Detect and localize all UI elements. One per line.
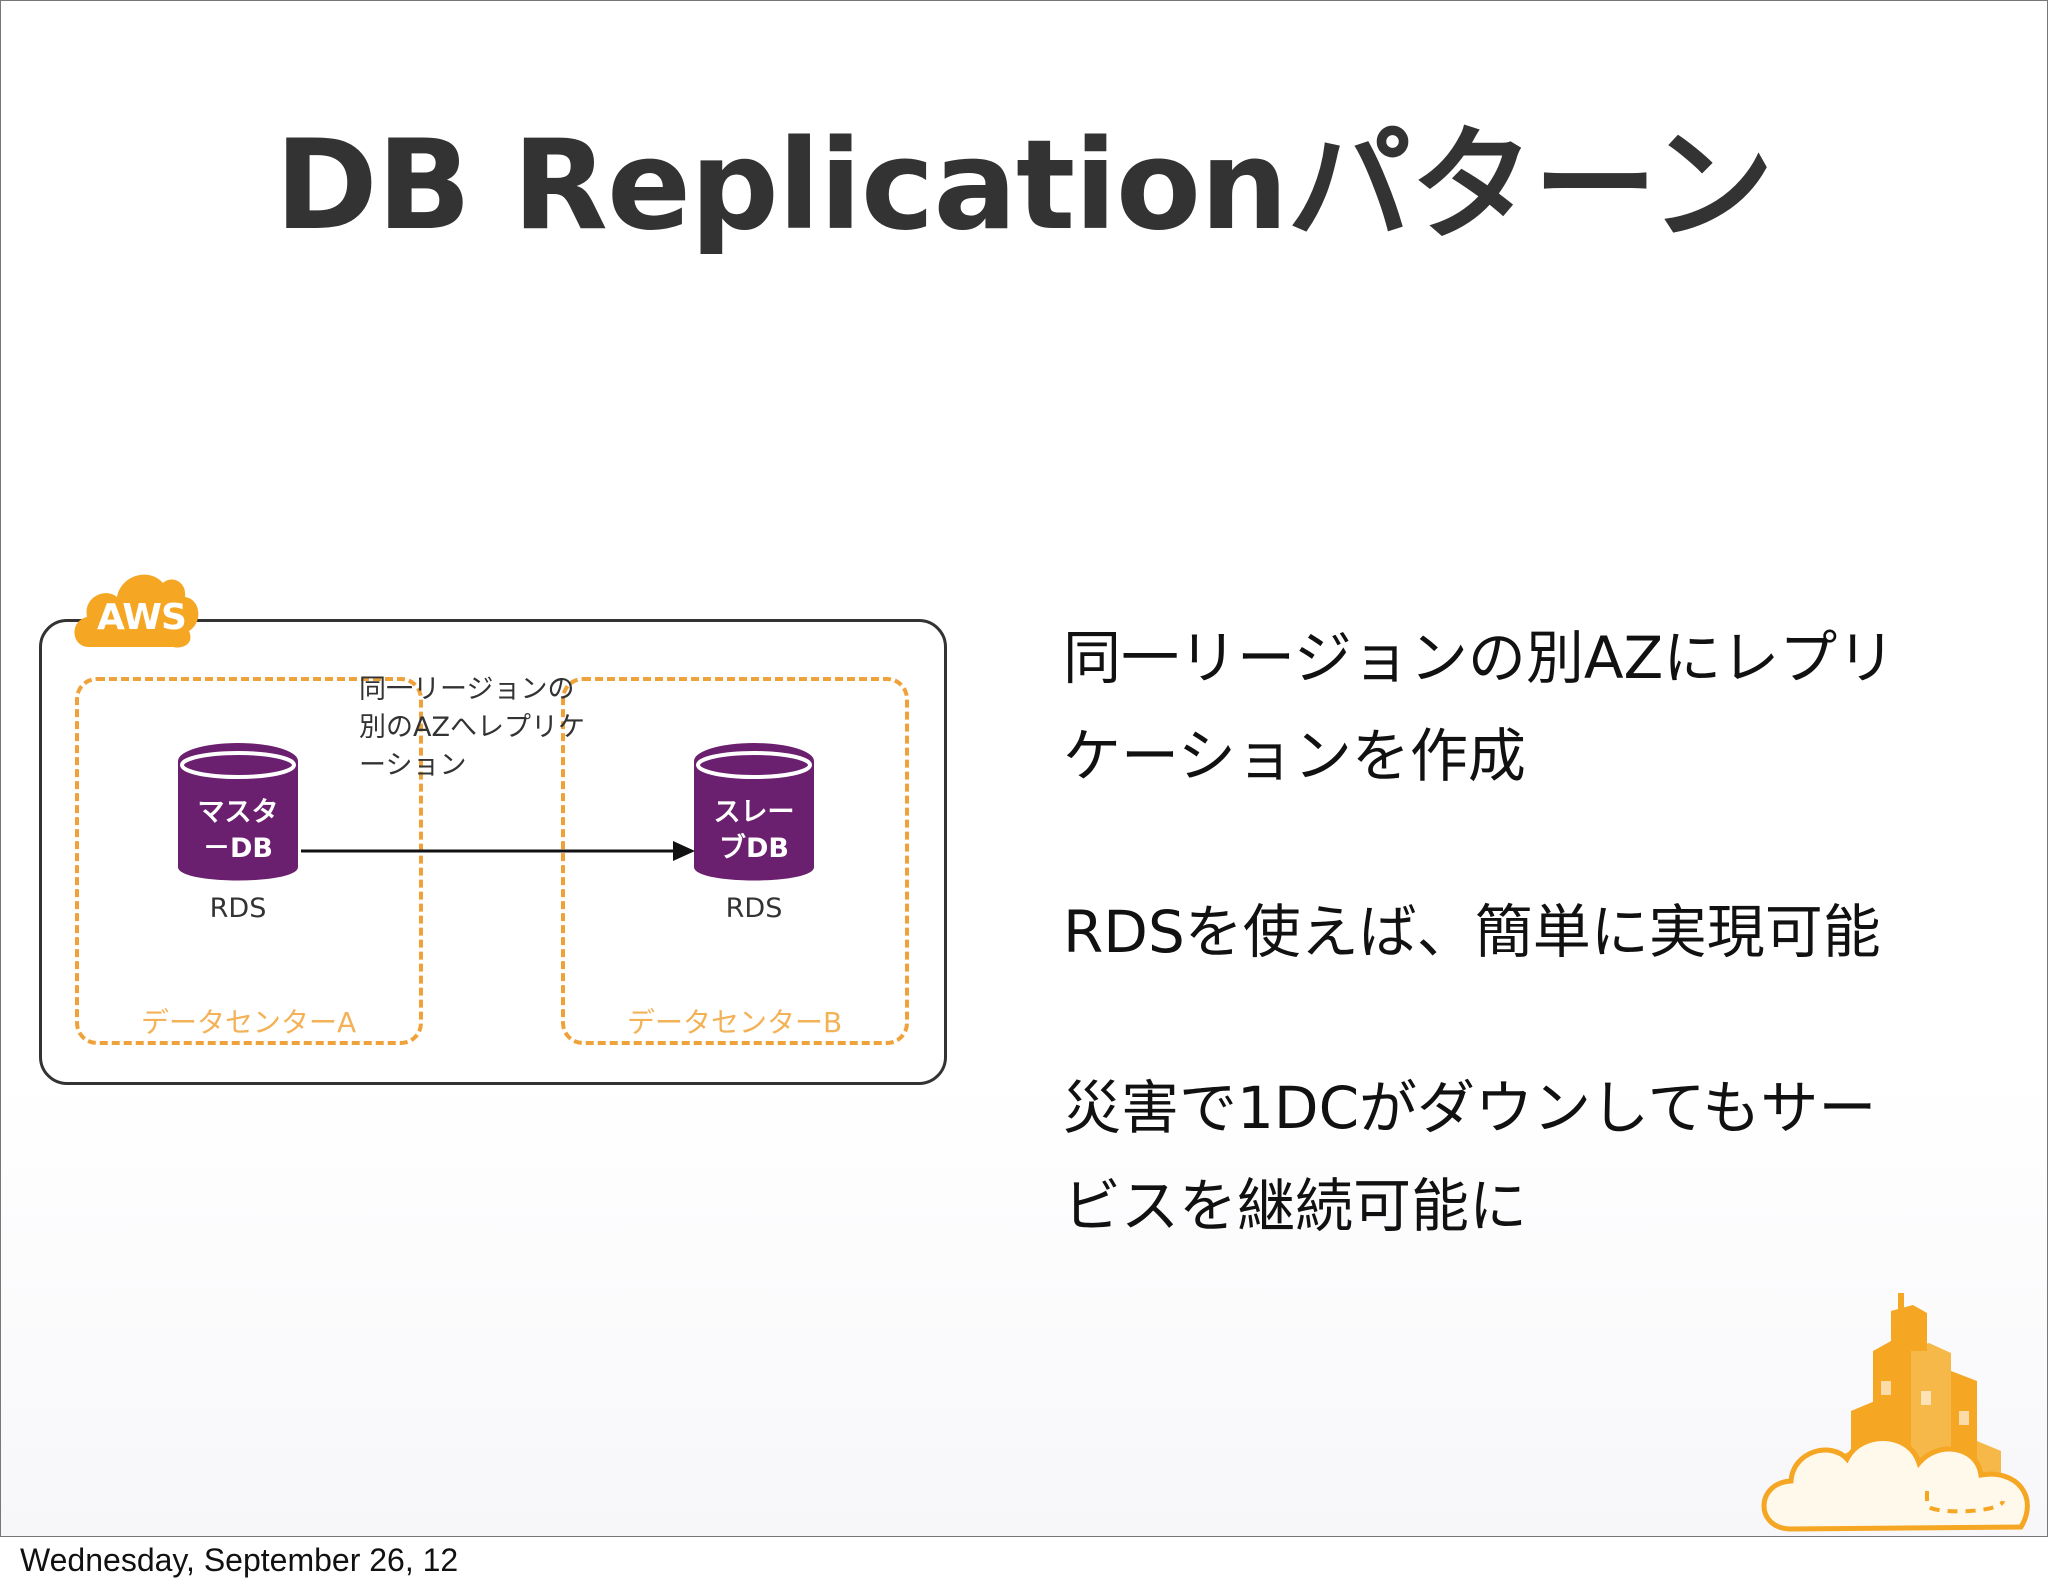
replication-arrow bbox=[301, 841, 695, 861]
datacenter-b-box bbox=[561, 677, 909, 1045]
bullet-item: 同一リージョンの別AZにレプリ ケーションを作成 bbox=[1063, 624, 1896, 790]
aws-label: AWS bbox=[97, 597, 187, 638]
datacenter-a-box bbox=[75, 677, 423, 1045]
replication-diagram: データセンターA データセンターB AWS マスタ －DB RDS スレー ブD… bbox=[1, 1, 1001, 1121]
slide-title: DB Replicationパターン bbox=[274, 114, 1774, 258]
slave-db-cylinder-icon bbox=[694, 743, 814, 881]
bullet-item: 災害で1DCがダウンしてもサー ビスを継続可能に bbox=[1063, 1074, 1877, 1240]
replication-note: 同一リージョンの 別のAZへレプリケ ーション bbox=[359, 674, 585, 781]
bullet-list: 同一リージョンの別AZにレプリ ケーションを作成 RDSを使えば、簡単に実現可能… bbox=[1063, 609, 1963, 1333]
datacenter-b-label: データセンターB bbox=[627, 1006, 843, 1039]
aws-cloud-icon bbox=[74, 574, 199, 648]
datacenter-a-label: データセンターA bbox=[141, 1006, 357, 1039]
master-db-cylinder-icon bbox=[178, 743, 298, 881]
slide: DB Replicationパターン データセンターA データセンターB AWS… bbox=[0, 0, 2048, 1537]
slave-db-label: スレー ブDB bbox=[713, 797, 795, 864]
master-rds-label: RDS bbox=[209, 893, 267, 924]
slave-rds-label: RDS bbox=[725, 893, 783, 924]
bullet-item: RDSを使えば、簡単に実現可能 bbox=[1063, 898, 1881, 966]
master-db-label: マスタ －DB bbox=[197, 797, 279, 864]
cloud-city-icon bbox=[1761, 1293, 2030, 1532]
footer-date: Wednesday, September 26, 12 bbox=[20, 1542, 459, 1578]
